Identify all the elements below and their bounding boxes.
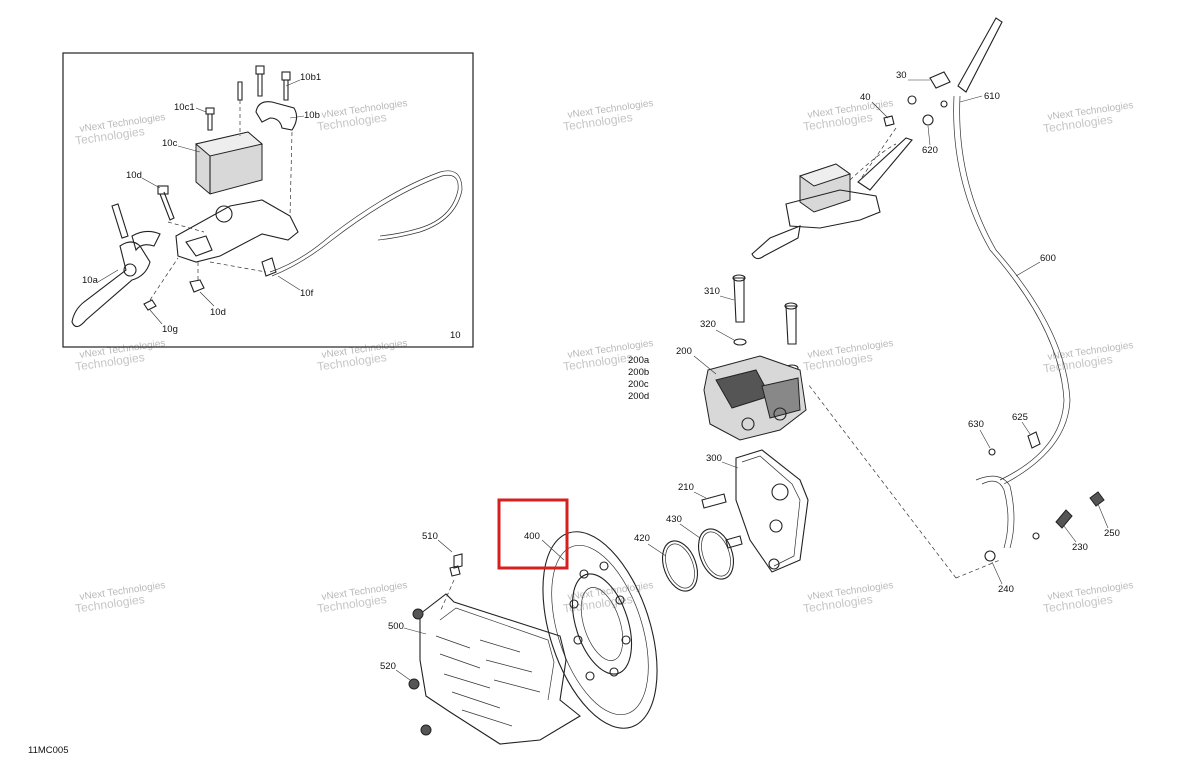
washer-620 (922, 114, 934, 126)
callout[interactable]: 200a (628, 355, 650, 366)
lever (751, 225, 801, 260)
callout[interactable]: 500 (388, 621, 404, 632)
fitting-250 (1089, 491, 1105, 507)
nut-520 (408, 678, 420, 690)
label: 10b1 (300, 72, 321, 83)
inset-detail: 10 (62, 52, 474, 348)
lever-10a (71, 230, 161, 328)
label: 10c (162, 138, 178, 149)
brake-disc-400 (542, 531, 658, 729)
ring-430 (697, 528, 735, 580)
callout[interactable]: 200 (676, 346, 692, 357)
callout[interactable]: 610 (984, 91, 1000, 102)
callout[interactable]: 200d (628, 391, 649, 402)
diagram-code: 11MC005 (28, 745, 69, 756)
highlight-box-400[interactable] (497, 498, 569, 570)
caliper-200 (703, 274, 807, 441)
callout[interactable]: 600 (1040, 253, 1056, 264)
banjo-bolt-30 (929, 71, 951, 89)
callout[interactable]: 630 (968, 419, 984, 430)
callout[interactable]: 620 (922, 145, 938, 156)
screw-510 (449, 565, 461, 577)
callout[interactable]: 200b (628, 367, 649, 378)
inset-number: 10 (450, 330, 461, 341)
bracket-300 (701, 449, 809, 573)
screw-630 (988, 448, 996, 456)
callout[interactable]: 400 (524, 531, 540, 542)
callout[interactable]: 200c (628, 379, 649, 390)
callout[interactable]: 250 (1104, 528, 1120, 539)
brake-hose-600 (953, 95, 1065, 481)
screw-10c1 (205, 107, 215, 131)
inset-frame (62, 52, 474, 348)
reservoir-10c (194, 131, 264, 195)
clip-10g (143, 299, 157, 311)
washer-320 (733, 338, 747, 346)
label: 10c1 (174, 102, 195, 113)
bolt-310 (733, 277, 745, 323)
callout[interactable]: 420 (634, 533, 650, 544)
label: 10a (82, 275, 99, 286)
label: 10d (126, 170, 142, 181)
callout[interactable]: 310 (704, 286, 720, 297)
label: 10b (304, 110, 320, 121)
callout[interactable]: 240 (998, 584, 1014, 595)
ring-420 (661, 540, 699, 592)
fitting-230 (1055, 509, 1073, 529)
master-cylinder-body (175, 199, 299, 263)
clip-625 (1027, 431, 1041, 449)
handlebar (957, 17, 1003, 93)
washer-240 (984, 550, 996, 562)
clamp-10b (255, 101, 298, 131)
screw-10b1 (237, 65, 291, 101)
bolt-10d (157, 185, 175, 221)
bolt-210 (701, 493, 727, 509)
callout[interactable]: 300 (706, 453, 722, 464)
callout[interactable]: 30 (896, 70, 907, 81)
callout[interactable]: 230 (1072, 542, 1088, 553)
label: 10d (210, 307, 226, 318)
brake-switch (261, 257, 277, 277)
callout[interactable]: 40 (860, 92, 871, 103)
label: 10f (300, 288, 314, 299)
callout[interactable]: 430 (666, 514, 682, 525)
callouts: 30 40 610 620 600 310 320 200 200a 200b … (380, 70, 1120, 681)
wire-10f (269, 170, 463, 273)
callout[interactable]: 625 (1012, 412, 1028, 423)
disc-guard-500 (408, 553, 581, 745)
callout[interactable]: 510 (422, 531, 438, 542)
master-cylinder-assembly (751, 17, 1105, 579)
callout[interactable]: 520 (380, 661, 396, 672)
label: 10g (162, 324, 178, 335)
callout[interactable]: 320 (700, 319, 716, 330)
nut-10d (189, 279, 205, 293)
washer-40 (907, 95, 917, 105)
pivot-pin (111, 203, 129, 239)
callout[interactable]: 210 (678, 482, 694, 493)
